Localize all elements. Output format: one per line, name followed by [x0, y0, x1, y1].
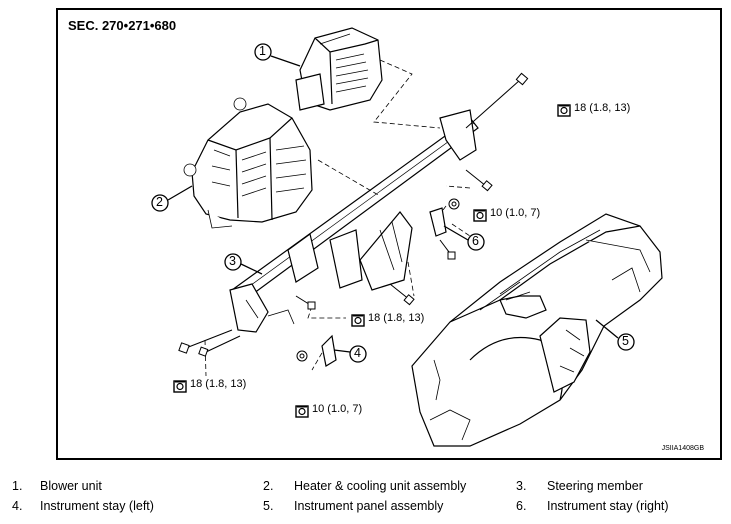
callout-5-circle	[617, 333, 635, 351]
legend-label-6: Instrument stay (right)	[547, 499, 669, 513]
callout-1: 1	[259, 44, 266, 58]
legend-num-2: 2.	[263, 479, 274, 493]
torque-label-1: 18 (1.8, 13)	[574, 102, 631, 114]
blower-unit	[295, 27, 383, 111]
torque-label-2: 10 (1.0, 7)	[490, 207, 541, 219]
instrument-panel-assembly	[411, 213, 663, 447]
legend-num-3: 3.	[516, 479, 527, 493]
legend-label-2: Heater & cooling unit assembly	[294, 479, 467, 493]
instrument-stay-left	[321, 334, 337, 367]
callout-3: 3	[229, 254, 236, 268]
assembly-leaders	[204, 59, 471, 377]
callout-4: 4	[354, 346, 361, 360]
callout-6-circle	[467, 233, 485, 251]
fasteners	[178, 72, 529, 362]
legend-num-1: 1.	[12, 479, 23, 493]
legend-label-3: Steering member	[547, 479, 643, 493]
instrument-stay-right	[429, 207, 447, 237]
section-label: SEC. 270•271•680	[68, 18, 177, 33]
legend-label-4: Instrument stay (left)	[40, 499, 154, 513]
torque-wrench-icon	[351, 314, 365, 327]
callout-2: 2	[156, 195, 163, 209]
torque-wrench-icon	[295, 405, 309, 418]
torque-wrench-icon	[473, 209, 487, 222]
image-code: JSIIA1408GB	[661, 445, 704, 452]
legend-num-5: 5.	[263, 499, 274, 513]
torque-label-3: 18 (1.8, 13)	[368, 312, 425, 324]
torque-wrench-icon	[173, 380, 187, 393]
legend-num-6: 6.	[516, 499, 527, 513]
torque-label-4: 18 (1.8, 13)	[190, 378, 247, 390]
legend-label-5: Instrument panel assembly	[294, 499, 444, 513]
torque-wrench-icon	[557, 104, 571, 117]
torque-label-5: 10 (1.0, 7)	[312, 403, 363, 415]
callout-3-circle	[224, 253, 242, 271]
callout-2-circle	[151, 194, 169, 212]
callout-6: 6	[472, 234, 479, 248]
legend-label-1: Blower unit	[40, 479, 102, 493]
callout-1-circle	[254, 43, 272, 61]
heater-cooling-unit	[183, 97, 313, 229]
legend-num-4: 4.	[12, 499, 23, 513]
steering-member	[229, 109, 479, 333]
callout-4-circle	[349, 345, 367, 363]
callout-5: 5	[622, 334, 629, 348]
diagram-frame: SEC. 270•271•680 JSIIA1408GB	[56, 8, 722, 460]
callouts	[151, 43, 635, 363]
